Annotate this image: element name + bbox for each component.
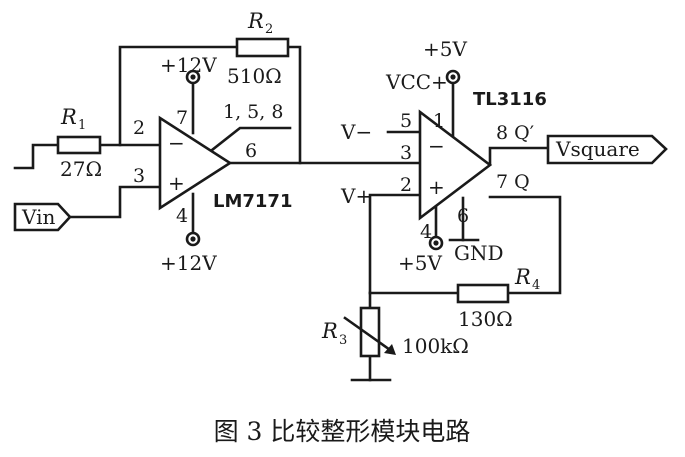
lm7171-pin4: 4 <box>176 205 188 227</box>
tl3116-supply-bottom: +5V <box>398 251 442 275</box>
r3-potentiometer <box>359 306 381 358</box>
lm7171-pin6: 6 <box>245 140 257 162</box>
r4-value: 130Ω <box>458 307 513 331</box>
svg-text:−: − <box>168 131 185 155</box>
wires <box>13 45 562 382</box>
lm7171-part-name: LM7171 <box>213 191 292 212</box>
lm7171-pin7: 7 <box>176 107 188 129</box>
r4-resistor <box>456 283 510 304</box>
r2-value: 510Ω <box>227 64 282 88</box>
svg-text:−: − <box>428 134 445 158</box>
tl3116-vcc-label: VCC+ <box>385 70 448 94</box>
tl3116-pin5: 5 <box>400 110 412 132</box>
r1-value: 27Ω <box>60 157 102 181</box>
vsquare-label: Vsquare <box>555 137 640 161</box>
r3-name: R <box>321 319 338 343</box>
r2-subscript: 2 <box>265 22 273 37</box>
r1-name: R <box>60 105 77 129</box>
tl3116-pin4: 4 <box>420 221 432 243</box>
tl3116-pin3: 3 <box>400 142 412 164</box>
vin-input-port <box>13 202 72 232</box>
r2-resistor <box>235 37 290 58</box>
lm7171-pins-nc: 1, 5, 8 <box>223 101 283 123</box>
r3-subscript: 3 <box>339 333 347 348</box>
r3-value: 100kΩ <box>402 334 469 358</box>
lm7171-pin3: 3 <box>133 165 145 187</box>
lm7171-opamp-triangle <box>158 115 233 211</box>
tl3116-comparator-triangle <box>418 109 493 221</box>
tl3116-vminus-label: V− <box>340 120 372 144</box>
potentiometer-arrow-icon <box>343 316 395 354</box>
r4-name: R <box>514 265 531 289</box>
tl3116-vplus-label: V+ <box>340 184 372 208</box>
tl3116-pin8-qbar: 8 Q′ <box>496 122 534 144</box>
vsquare-output-port <box>546 134 668 165</box>
tl3116-gnd-label: GND <box>454 241 504 265</box>
vin-label: Vin <box>21 205 55 229</box>
figure-caption: 图 3 比较整形模块电路 <box>214 417 471 446</box>
lm7171-pin2: 2 <box>133 117 145 139</box>
tl3116-supply-top: +5V <box>423 37 467 61</box>
tl3116-pin6: 6 <box>457 205 469 227</box>
tl3116-pin2: 2 <box>400 174 412 196</box>
lm7171-supply-bottom: +12V <box>160 251 217 275</box>
r4-subscript: 4 <box>532 278 540 293</box>
svg-text:+: + <box>168 171 185 195</box>
r1-subscript: 1 <box>78 118 86 133</box>
tl3116-pin1: 1 <box>433 110 445 132</box>
r2-name: R <box>247 9 264 33</box>
lm7171-supply-top: +12V <box>160 53 217 77</box>
tl3116-pin7-q: 7 Q <box>496 171 530 193</box>
svg-text:+: + <box>428 175 445 199</box>
supply-terminal-icons <box>185 69 461 251</box>
r1-resistor <box>56 135 102 155</box>
tl3116-part-name: TL3116 <box>473 89 547 110</box>
